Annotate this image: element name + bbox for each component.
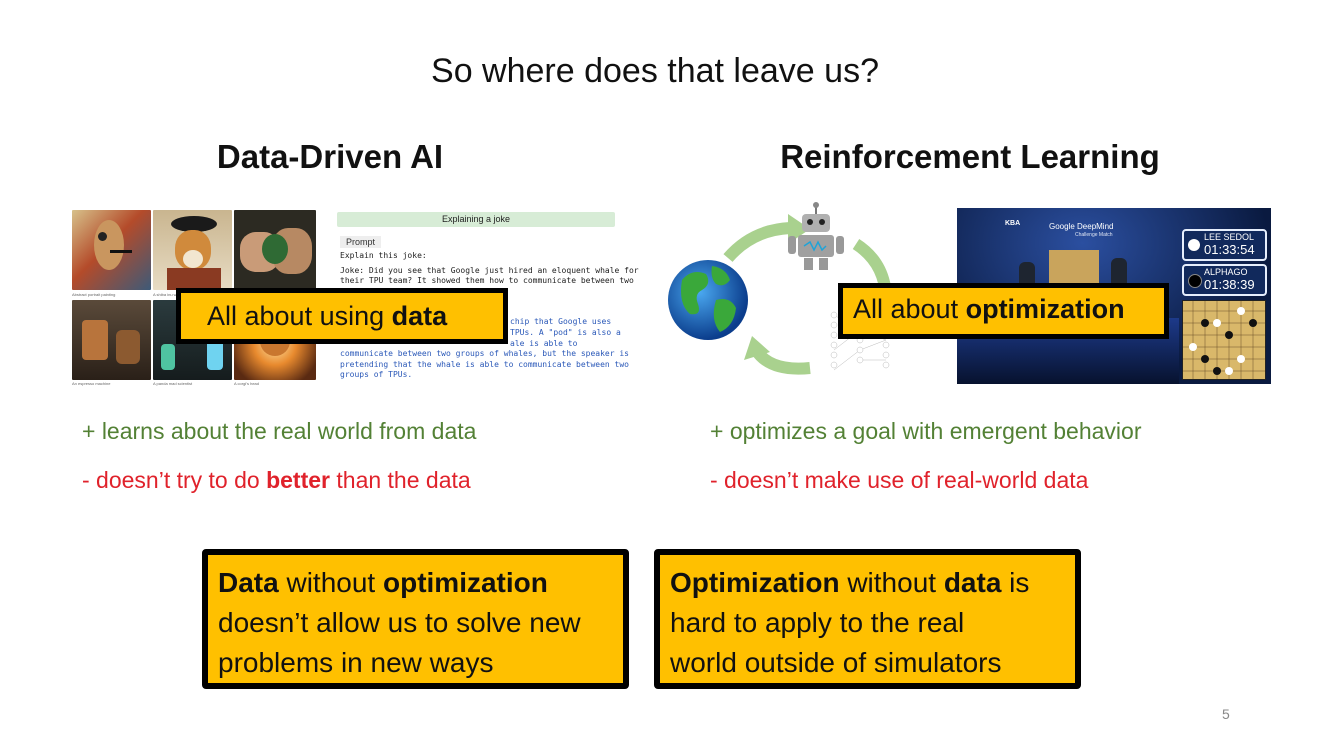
box-bold-text: optimization (382, 567, 548, 598)
image-robot-coffee (72, 300, 151, 380)
overlay-bold-text: data (391, 301, 448, 331)
minus-bold-text: better (266, 467, 330, 493)
right-plus-point: + optimizes a goal with emergent behavio… (710, 418, 1142, 444)
box-line: world outside of simulators (670, 647, 1002, 678)
page-number: 5 (1222, 706, 1230, 722)
doc-prompt-label: Prompt (340, 236, 382, 248)
image-hands-leaf (234, 210, 316, 290)
overlay-using-data: All about using data (176, 288, 508, 344)
earth-globe-icon (668, 260, 748, 340)
overlay-text: All about using (207, 301, 392, 331)
doc-line: Explain this joke: (340, 251, 427, 260)
heading-reinforcement-learning: Reinforcement Learning (780, 138, 1160, 175)
box-bold-text: Optimization (670, 567, 840, 598)
box-line: problems in new ways (218, 647, 494, 678)
white-stone-icon (1188, 239, 1200, 251)
player1-name: LEE SEDOL (1204, 232, 1255, 242)
box-line: Optimization without data is (670, 563, 1075, 603)
doc-answer-line: chip that Google uses (510, 317, 612, 326)
box-text: is (1001, 567, 1030, 598)
cycle-arrow-up (723, 214, 810, 263)
go-stones (1183, 301, 1265, 379)
big-go-board (1049, 250, 1099, 284)
box-text: without (839, 567, 944, 598)
rl-cycle-diagram (668, 202, 892, 375)
doc-answer-line: TPUs. A "pod" is also a (510, 328, 621, 337)
robot-icon (788, 202, 844, 270)
doc-answer-line: ale is able to (510, 339, 578, 348)
deepmind-logo: Google DeepMind (1049, 222, 1114, 231)
heading-data-driven-ai: Data-Driven AI (216, 138, 444, 175)
overlay-text: All about (853, 294, 966, 324)
overlay-optimization: All about optimization (838, 283, 1169, 339)
player2-name: ALPHAGO (1204, 267, 1248, 277)
box-line: hard to apply to the real (670, 607, 965, 638)
player2-time: 01:38:39 (1204, 277, 1255, 292)
player2-timer: ALPHAGO 01:38:39 (1182, 264, 1267, 296)
black-stone-icon (1188, 274, 1202, 288)
box-text: without (278, 567, 383, 598)
minus-text: than the data (330, 467, 471, 493)
doc-line: Joke: Did you see that Google just hired… (340, 266, 639, 275)
right-minus-point: - doesn’t make use of real-world data (710, 467, 1089, 493)
kba-logo: KBA (1005, 220, 1021, 227)
box-line: doesn’t allow us to solve new (218, 607, 581, 638)
doc-answer-line: groups of TPUs. (340, 370, 413, 379)
player1-timer: LEE SEDOL 01:33:54 (1182, 229, 1267, 261)
image-shiba-beret (153, 210, 232, 290)
box-bold-text: data (943, 567, 1002, 598)
event-label: Challenge Match (1075, 232, 1113, 238)
box-bold-text: Data (218, 567, 279, 598)
conclusion-box-optimization: Optimization without data is hard to app… (654, 549, 1081, 689)
conclusion-box-data: Data without optimization doesn’t allow … (202, 549, 629, 689)
minus-text: - doesn’t try to do (82, 467, 267, 493)
slide-title: So where does that leave us? (431, 52, 879, 90)
go-board-closeup (1182, 300, 1266, 380)
box-line: Data without optimization (218, 563, 623, 603)
image-surreal-portrait (72, 210, 151, 290)
cycle-arrow-back (744, 336, 811, 375)
player1-time: 01:33:54 (1204, 242, 1255, 257)
doc-answer-line: pretending that the whale is able to com… (340, 360, 629, 369)
doc-line: their TPU team? It showed them how to co… (340, 276, 634, 285)
left-plus-point: + learns about the real world from data (82, 418, 477, 444)
doc-header: Explaining a joke (337, 212, 615, 227)
doc-answer-line: communicate between two groups of whales… (340, 349, 629, 358)
left-minus-point: - doesn’t try to do better than the data (82, 467, 471, 494)
overlay-bold-text: optimization (965, 294, 1125, 324)
